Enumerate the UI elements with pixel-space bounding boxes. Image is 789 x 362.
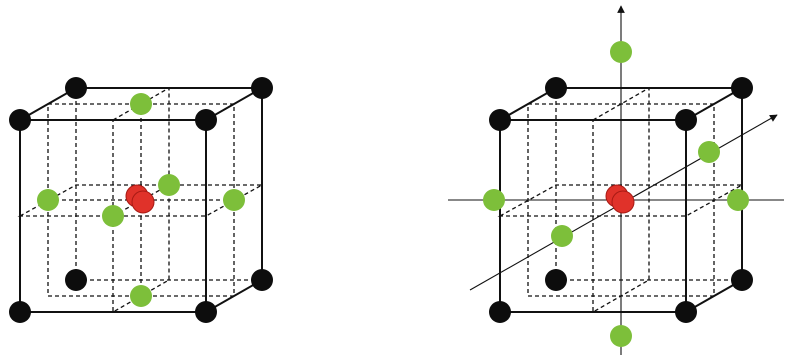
right-cube-corner-points xyxy=(489,77,753,323)
face-center-point xyxy=(223,189,245,211)
corner-point xyxy=(195,109,217,131)
corner-point xyxy=(731,269,753,291)
face-center-point xyxy=(158,174,180,196)
left-cube-corner-points xyxy=(9,77,273,323)
axial-point xyxy=(610,41,632,63)
corner-point xyxy=(675,301,697,323)
corner-point xyxy=(195,301,217,323)
corner-point xyxy=(251,77,273,99)
center-point xyxy=(131,190,155,214)
left-cube-face-points xyxy=(37,93,245,307)
center-point xyxy=(611,190,635,214)
corner-point xyxy=(65,77,87,99)
face-center-point xyxy=(130,93,152,115)
left-cube-center-points xyxy=(125,184,155,214)
face-center-point xyxy=(102,205,124,227)
corner-point xyxy=(675,109,697,131)
corner-point xyxy=(489,301,511,323)
corner-point xyxy=(489,109,511,131)
right-cube-diagram xyxy=(448,5,784,355)
corner-point xyxy=(251,269,273,291)
right-cube-center-points xyxy=(605,184,635,214)
corner-point xyxy=(545,77,567,99)
corner-point xyxy=(9,301,31,323)
axial-point xyxy=(610,325,632,347)
axial-point xyxy=(551,225,573,247)
corner-point xyxy=(731,77,753,99)
corner-point xyxy=(9,109,31,131)
axial-point xyxy=(483,189,505,211)
corner-point xyxy=(65,269,87,291)
face-center-point xyxy=(37,189,59,211)
corner-point xyxy=(545,269,567,291)
face-center-point xyxy=(130,285,152,307)
right-cube-axial-points xyxy=(483,41,749,347)
axial-point xyxy=(727,189,749,211)
axial-point xyxy=(698,141,720,163)
left-cube-diagram xyxy=(9,77,273,323)
